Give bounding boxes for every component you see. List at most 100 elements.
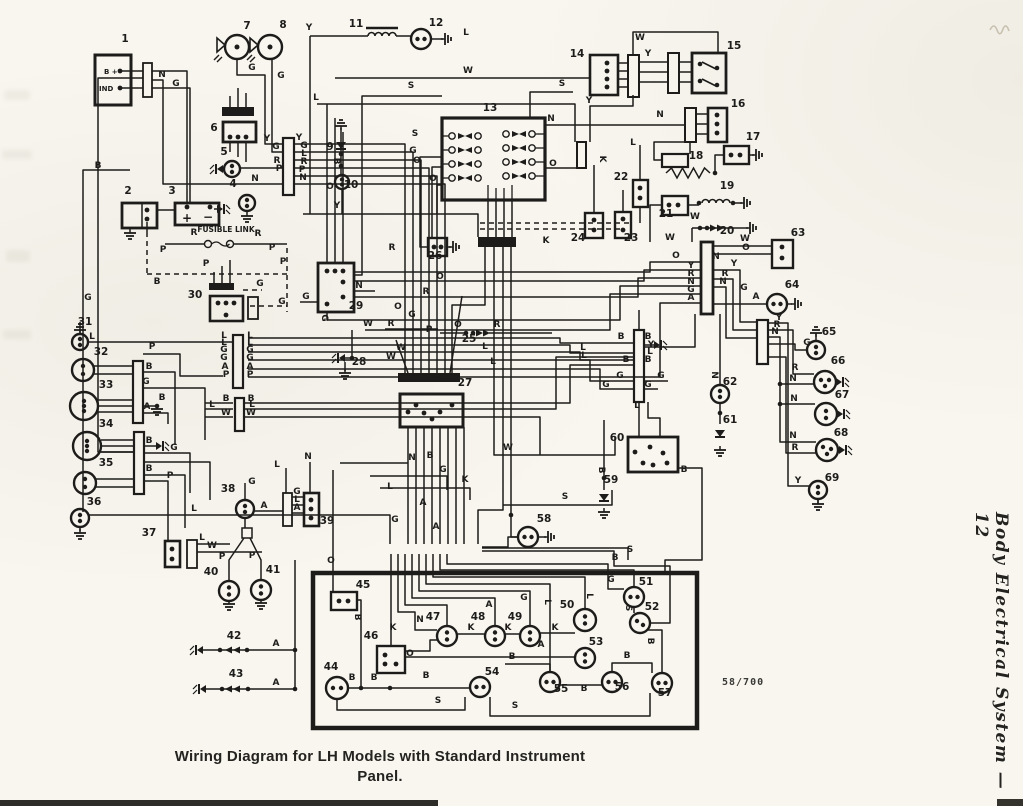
junction-dot [144, 207, 150, 213]
wire-code-label: B [427, 451, 434, 461]
wire-code-label: L [482, 342, 488, 352]
junction-dot [474, 684, 479, 690]
wire-code-label: G [277, 71, 284, 81]
wire-code-label: O [549, 159, 557, 169]
wire-code-label: L [542, 599, 552, 605]
chassis-arrow-icon [200, 685, 206, 693]
wire-code-label: A [144, 402, 151, 412]
junction-dot [244, 647, 250, 653]
component-number: 8 [279, 19, 286, 31]
wire-segment [213, 54, 220, 61]
fuse-icon [474, 146, 482, 154]
wire [380, 487, 471, 500]
wire-code-label: N [687, 277, 695, 287]
wire-code-label: L [647, 347, 653, 357]
junction-dot [606, 679, 611, 685]
fuse-icon [512, 173, 519, 179]
component-number: 55 [554, 683, 569, 695]
component-box [722, 144, 751, 166]
component-box [186, 539, 198, 569]
wire-code-label: S [512, 701, 518, 711]
component-number: 59 [604, 474, 619, 486]
wire-code-label: B [159, 393, 166, 403]
junction-dot [637, 195, 643, 201]
wire [589, 95, 634, 142]
wire-code-label: A [222, 362, 229, 372]
lamp-connector [516, 525, 540, 549]
junction-dot [169, 546, 175, 552]
wire-code-label: L [249, 400, 255, 410]
component-number: 42 [227, 630, 242, 642]
wire-code-label: B [681, 465, 688, 475]
wire-code-label: G [300, 141, 307, 151]
lamp-connector [68, 390, 100, 422]
junction-dot [492, 630, 498, 635]
junction-dot [544, 679, 549, 685]
horn-icon [256, 33, 284, 61]
horn-icon [223, 33, 251, 61]
junction-dot [382, 652, 388, 658]
wire-code-label: N [416, 615, 424, 625]
component-number: 2 [124, 185, 131, 197]
junction-dot [324, 268, 330, 274]
chassis-arrow-icon [339, 354, 345, 362]
junction-dot [717, 410, 723, 416]
wire-code-label: N [158, 70, 166, 80]
chassis-arrow-icon [654, 341, 660, 349]
fuse-icon [528, 144, 536, 152]
wire [89, 514, 391, 544]
junction-dot [527, 630, 533, 635]
component-number: 50 [560, 599, 575, 611]
component-number: 10 [344, 179, 359, 191]
chassis-arrow-icon [156, 442, 162, 450]
wire-code-label: P [160, 245, 167, 255]
wire-code-label: P [219, 552, 226, 562]
wire-code-label: G [803, 338, 810, 348]
lamp-connector [812, 369, 838, 395]
component-box [310, 570, 700, 731]
component-number: 60 [610, 432, 625, 444]
wire [713, 269, 757, 323]
wire [248, 344, 634, 354]
wire [768, 329, 814, 375]
junction-dot [339, 177, 345, 182]
junction-dot [82, 476, 88, 482]
junction-dot [779, 255, 785, 261]
fuse-icon [474, 174, 482, 182]
junction-dot [656, 680, 661, 686]
wire-code-label: O [742, 243, 750, 253]
wire-code-label: B [349, 673, 356, 683]
junction-dot [663, 680, 668, 686]
component-number: 18 [689, 150, 704, 162]
arrow-head-icon [233, 685, 240, 693]
junction-dot [522, 534, 527, 540]
junction-dot [777, 381, 783, 387]
arrow-head-icon [710, 224, 717, 232]
wire-code-label: B [223, 394, 230, 404]
chassis-arrow-icon [217, 205, 223, 213]
wire-code-label: − [203, 210, 213, 224]
component-box [281, 136, 296, 197]
component-number: 28 [352, 356, 367, 368]
fuse-icon [474, 132, 482, 140]
fuse-icon [465, 147, 472, 153]
component-box [247, 296, 259, 320]
wire-code-label: G [644, 380, 651, 390]
lamp-connector [70, 332, 90, 352]
junction-dot [779, 244, 785, 250]
wire [303, 213, 479, 237]
wire-code-label: O [413, 156, 421, 166]
wire-code-label: G [84, 293, 91, 303]
lamp-connector [765, 292, 789, 316]
component-box [241, 527, 253, 539]
wire-code-label: K [552, 623, 560, 633]
wire-segment [701, 78, 717, 87]
handwriting-mark [989, 25, 1010, 35]
wire-code-label: L [89, 332, 95, 342]
junction-dot [229, 169, 235, 175]
component-number: 24 [571, 232, 586, 244]
junction-dot [529, 534, 534, 540]
wire-code-label: K [597, 156, 607, 164]
junction-dot [635, 594, 640, 600]
component-number: 17 [746, 131, 761, 143]
